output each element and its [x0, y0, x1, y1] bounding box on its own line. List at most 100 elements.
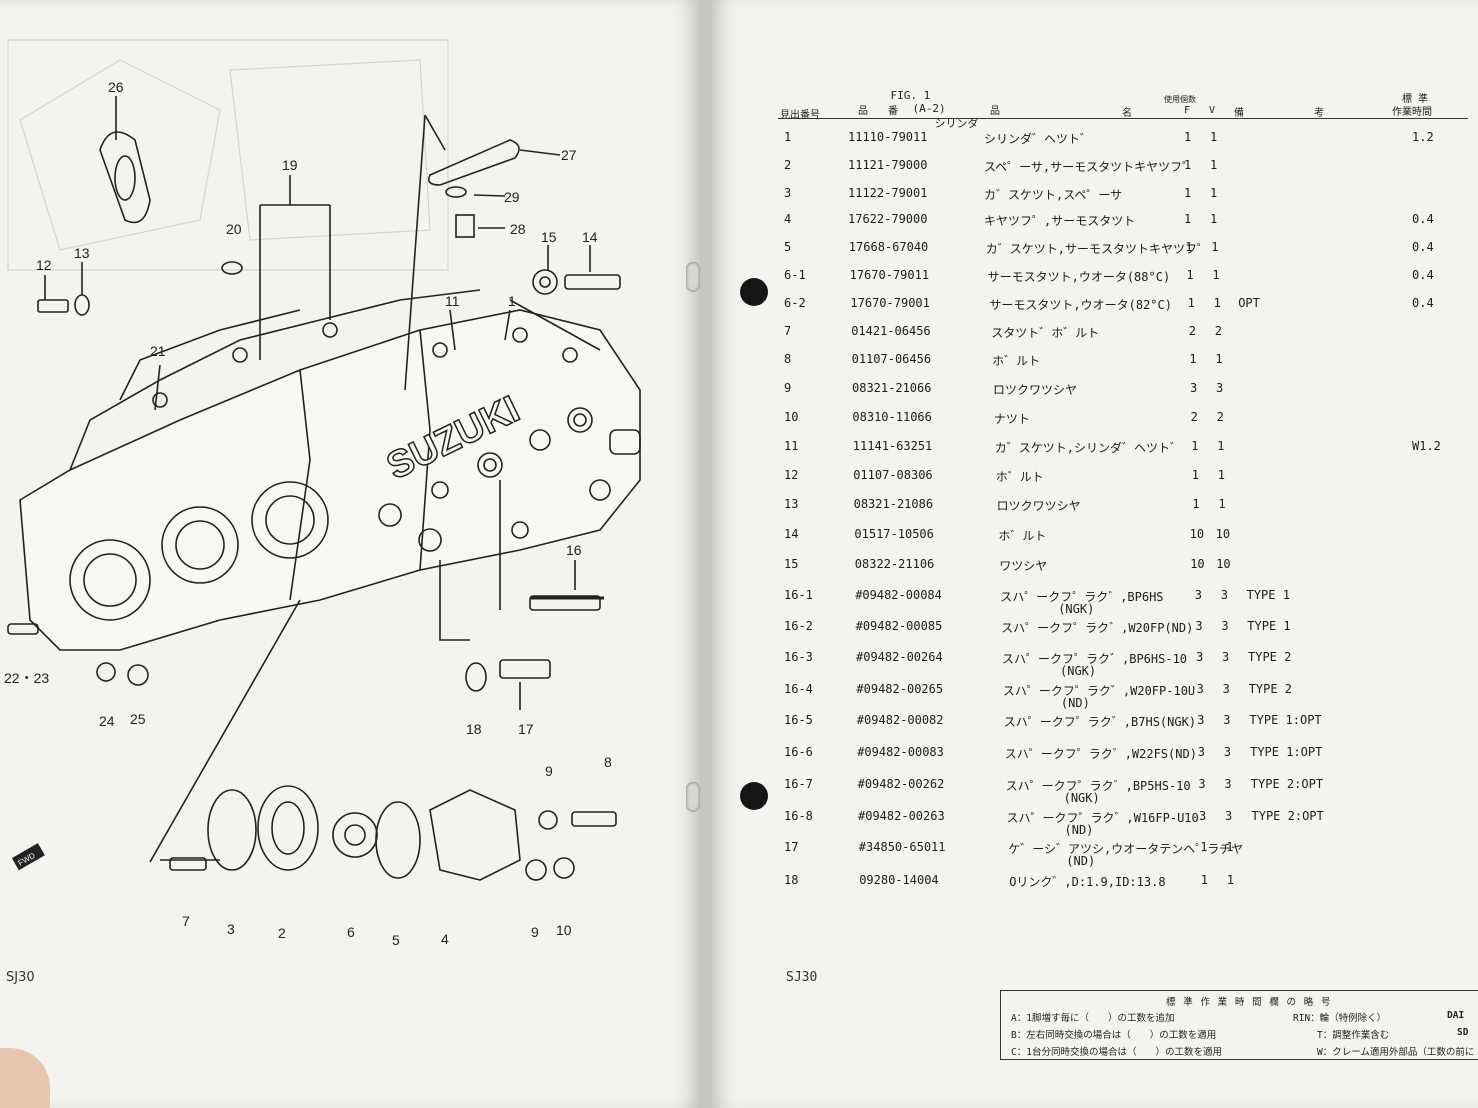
part-name-cell: スタツト゛ホ゛ルト [991, 326, 1100, 340]
ref-cell: 16-4 [784, 682, 813, 696]
ref-cell: 2 [784, 158, 792, 172]
qty-f-cell: 3 [1199, 809, 1207, 823]
std-time-cell: W1.2 [1412, 439, 1441, 453]
col-qty: 使用個数 [1164, 95, 1196, 104]
legend-dai: DAI [1447, 1010, 1465, 1021]
part-number-cell: 08322-21106 [854, 557, 935, 571]
qty-f-cell: 3 [1194, 588, 1203, 602]
part-name-cell: ロツクワツシヤ [996, 499, 1081, 513]
callout-7: 7 [182, 913, 190, 929]
figure-header: FIG. 1 (A-2) シリンダ [864, 76, 979, 144]
part-number-cell: #09482-00085 [855, 619, 943, 633]
part-number-cell: 08321-21086 [853, 497, 934, 511]
ref-cell: 5 [784, 240, 792, 254]
col-remark-left: 備 [1234, 108, 1244, 119]
part-number-cell: 17670-79011 [849, 268, 930, 282]
qty-v-cell: 1 [1211, 240, 1219, 254]
part-name-cell: カ゛スケツト,スペ゜ーサ [984, 188, 1123, 202]
qty-v-cell: 1 [1212, 268, 1220, 282]
qty-v-cell: 1 [1218, 497, 1226, 511]
legend-w: W：クレーム適用外部品（工数の前に [1317, 1047, 1475, 1058]
qty-f-cell: 3 [1198, 777, 1206, 791]
part-number-cell: #09482-00083 [857, 745, 944, 759]
part-name-cell: ホ゛ルト [998, 529, 1047, 543]
part-name-cell: スハ゜ークフ゜ラク゛,B7HS(NGK) [1003, 715, 1197, 729]
part-number-cell: 11110-79011 [848, 130, 928, 144]
col-part-no: 品 番 [858, 106, 898, 117]
qty-f-cell: 3 [1195, 619, 1203, 633]
binder-hole-bottom [740, 782, 768, 810]
part-name-cell: カ゛スケツト,サーモスタツトキヤツフ゜ [985, 242, 1210, 256]
part-name-subline: (ND) [1060, 696, 1090, 710]
remark-cell: TYPE 2:OPT [1250, 777, 1324, 791]
qty-f-cell: 1 [1191, 468, 1200, 482]
ref-cell: 8 [784, 352, 792, 366]
part-number-cell: 08310-11066 [852, 410, 932, 424]
qty-v-cell: 3 [1225, 809, 1233, 823]
ref-cell: 13 [784, 497, 799, 511]
part-number-cell: #09482-00084 [855, 588, 942, 602]
ref-cell: 16-3 [784, 650, 813, 664]
right-page: FIG. 1 (A-2) シリンダ 見出番号 品 番 品 名 使用個数 F V … [712, 0, 1478, 1108]
qty-v-cell: 1 [1217, 439, 1225, 453]
qty-f-cell: 2 [1188, 324, 1197, 338]
part-name-subline: (NGK) [1063, 791, 1100, 805]
callout-29: 29 [504, 189, 520, 205]
part-name-cell: サーモスタツト,ウオータ(88°C) [987, 270, 1171, 284]
col-std-time-2: 作業時間 [1392, 107, 1432, 118]
qty-f-cell: 1 [1184, 130, 1192, 144]
std-time-cell: 0.4 [1412, 296, 1434, 310]
part-name-subline: (NGK) [1060, 664, 1097, 678]
part-name-cell: スハ゜ークフ゜ラク゛,BP6HS [1000, 590, 1164, 604]
legend-c: C：1台分同時交換の場合は（ ）の工数を適用 [1011, 1047, 1222, 1058]
part-number-cell: 11122-79001 [848, 186, 928, 200]
callout-14: 14 [582, 229, 598, 245]
callout-13: 13 [74, 245, 90, 261]
qty-v-cell: 3 [1224, 777, 1232, 791]
qty-f-cell: 2 [1190, 410, 1198, 424]
fig-code: (A-2) [912, 102, 946, 115]
part-number-cell: 01107-08306 [853, 468, 933, 482]
ref-cell: 14 [784, 527, 799, 541]
qty-v-cell: 3 [1220, 588, 1229, 602]
qty-v-cell: 3 [1216, 381, 1224, 395]
book-spine [702, 0, 712, 1108]
std-time-cell: 0.4 [1412, 268, 1434, 282]
callout-27: 27 [561, 147, 577, 163]
part-name-cell: カ゛スケツト,シリンダ゛ヘツト゛ [994, 441, 1183, 455]
left-footer-code: SJ30 [6, 970, 35, 985]
legend-sd: SD [1457, 1027, 1469, 1038]
callout-19: 19 [282, 157, 298, 173]
qty-v-cell: 1 [1210, 212, 1218, 226]
qty-f-cell: 3 [1197, 745, 1206, 759]
ref-cell: 16-7 [784, 777, 813, 791]
callout-8: 8 [604, 754, 612, 770]
part-number-cell: #09482-00264 [856, 650, 943, 664]
qty-f-cell: 3 [1190, 381, 1198, 395]
callout-9-top: 9 [545, 763, 553, 779]
part-number-cell: 08321-21066 [852, 381, 932, 395]
ref-cell: 17 [784, 840, 799, 854]
part-name-cell: スハ゜ークフ゜ラク゛,W20FP(ND) [1001, 621, 1194, 635]
part-number-cell: 01107-06456 [851, 352, 932, 366]
std-time-cell: 0.4 [1412, 240, 1434, 254]
binder-notch-bottom [686, 782, 700, 812]
part-number-cell: 17668-67040 [848, 240, 929, 254]
callout-21: 21 [150, 343, 166, 359]
